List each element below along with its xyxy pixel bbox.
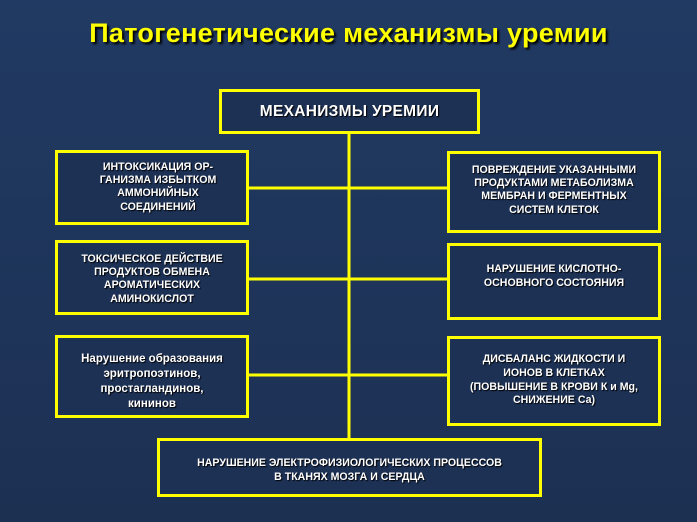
root-label: МЕХАНИЗМЫ УРЕМИИ [259,102,440,120]
box-line: АРОМАТИЧЕСКИХ [103,279,201,292]
box-line: СИСТЕМ КЛЕТОК [509,203,599,216]
box-line: СОЕДИНЕНИЙ [120,200,196,213]
box-line: Нарушение образования [81,353,223,365]
box-erythropoietin: Нарушение образования эритропоэтинов, пр… [55,335,249,418]
box-line: НАРУШЕНИЕ КИСЛОТНО- [486,263,622,275]
box-electrophysiology: НАРУШЕНИЕ ЭЛЕКТРОФИЗИОЛОГИЧЕСКИХ ПРОЦЕСС… [157,438,542,497]
box-line: ИОНОВ В КЛЕТКАХ [503,366,605,379]
box-line: эритропоэтинов, [103,367,201,380]
box-ion-imbalance: ДИСБАЛАНС ЖИДКОСТИ И ИОНОВ В КЛЕТКАХ (ПО… [447,336,661,426]
box-aromatic-aminoacids: ТОКСИЧЕСКОЕ ДЕЙСТВИЕ ПРОДУКТОВ ОБМЕНА АР… [55,240,249,315]
box-line: ДИСБАЛАНС ЖИДКОСТИ И [482,353,626,365]
box-line: (ПОВЫШЕНИЕ В КРОВИ К и Mg, [470,380,638,393]
box-line: АМИНОКИСЛОТ [110,292,194,305]
box-line: ПОВРЕЖДЕНИЕ УКАЗАННЫМИ [471,164,637,176]
box-line: В ТКАНЯХ МОЗГА И СЕРДЦА [274,470,425,483]
box-line: МЕМБРАН И ФЕРМЕНТНЫХ [481,190,627,203]
box-ammonium-intoxication: ИНТОКСИКАЦИЯ ОР- ГАНИЗМА ИЗБЫТКОМ АММОНИ… [55,150,249,225]
box-line: ТОКСИЧЕСКОЕ ДЕЙСТВИЕ [81,253,223,265]
box-acid-base: НАРУШЕНИЕ КИСЛОТНО- ОСНОВНОГО СОСТОЯНИЯ [447,243,661,320]
box-line: ОСНОВНОГО СОСТОЯНИЯ [483,277,625,290]
box-line: НАРУШЕНИЕ ЭЛЕКТРОФИЗИОЛОГИЧЕСКИХ ПРОЦЕСС… [197,457,502,469]
box-line: АММОНИЙНЫХ [117,187,199,200]
box-line: ПРОДУКТАМИ МЕТАБОЛИЗМА [474,177,634,190]
box-line: простагландинов, [100,382,204,395]
box-line: кининов [128,397,176,410]
box-line: СНИЖЕНИЕ Са) [512,394,596,407]
box-line: ГАНИЗМА ИЗБЫТКОМ [99,174,217,187]
box-line: ПРОДУКТОВ ОБМЕНА [94,266,210,279]
page-title: Патогенетические механизмы уремии [89,18,608,48]
box-line: ИНТОКСИКАЦИЯ ОР- [102,161,214,173]
box-membrane-damage: ПОВРЕЖДЕНИЕ УКАЗАННЫМИ ПРОДУКТАМИ МЕТАБО… [447,151,661,233]
root-box: МЕХАНИЗМЫ УРЕМИИ [219,89,480,134]
